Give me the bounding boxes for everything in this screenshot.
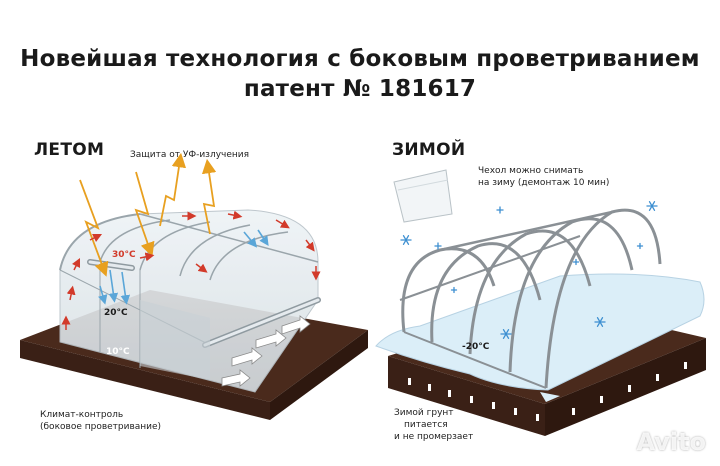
uv-arrows (79, 152, 217, 277)
summer-heading: ЛЕТОМ (34, 140, 105, 160)
climate-control-line1: Климат-контроль (40, 410, 124, 420)
temp-minus-20: -20°C (462, 342, 490, 352)
winter-soil-line2: питается (404, 420, 448, 430)
title-line-1: Новейшая технология с боковым проветрива… (20, 46, 700, 72)
cover-note-line1: Чехол можно снимать (478, 166, 584, 176)
summer-greenhouse (59, 209, 321, 393)
climate-control-line2: (боковое проветривание) (40, 422, 162, 432)
winter-heading: ЗИМОЙ (392, 140, 466, 160)
cover-icon (393, 169, 453, 223)
uv-label: Защита от УФ-излучения (130, 150, 250, 160)
title-line-2: патент № 181617 (243, 76, 477, 102)
heat-arrows (61, 210, 321, 330)
winter-soil-line3: и не промерзает (394, 432, 474, 442)
winter-soil-line1: Зимой грунт (394, 408, 454, 418)
ventilation-arrows (221, 315, 311, 387)
temp-30: 30°C (112, 250, 136, 260)
cool-arrows (98, 229, 269, 305)
winter-frame (399, 208, 662, 389)
temp-20: 20°C (104, 308, 128, 318)
cover-note-line2: на зиму (демонтаж 10 мин) (478, 178, 610, 188)
temp-10: 10°C (106, 347, 130, 357)
snow-layer (375, 273, 705, 402)
snowflakes (400, 201, 658, 339)
avito-watermark: Avito (636, 428, 706, 456)
